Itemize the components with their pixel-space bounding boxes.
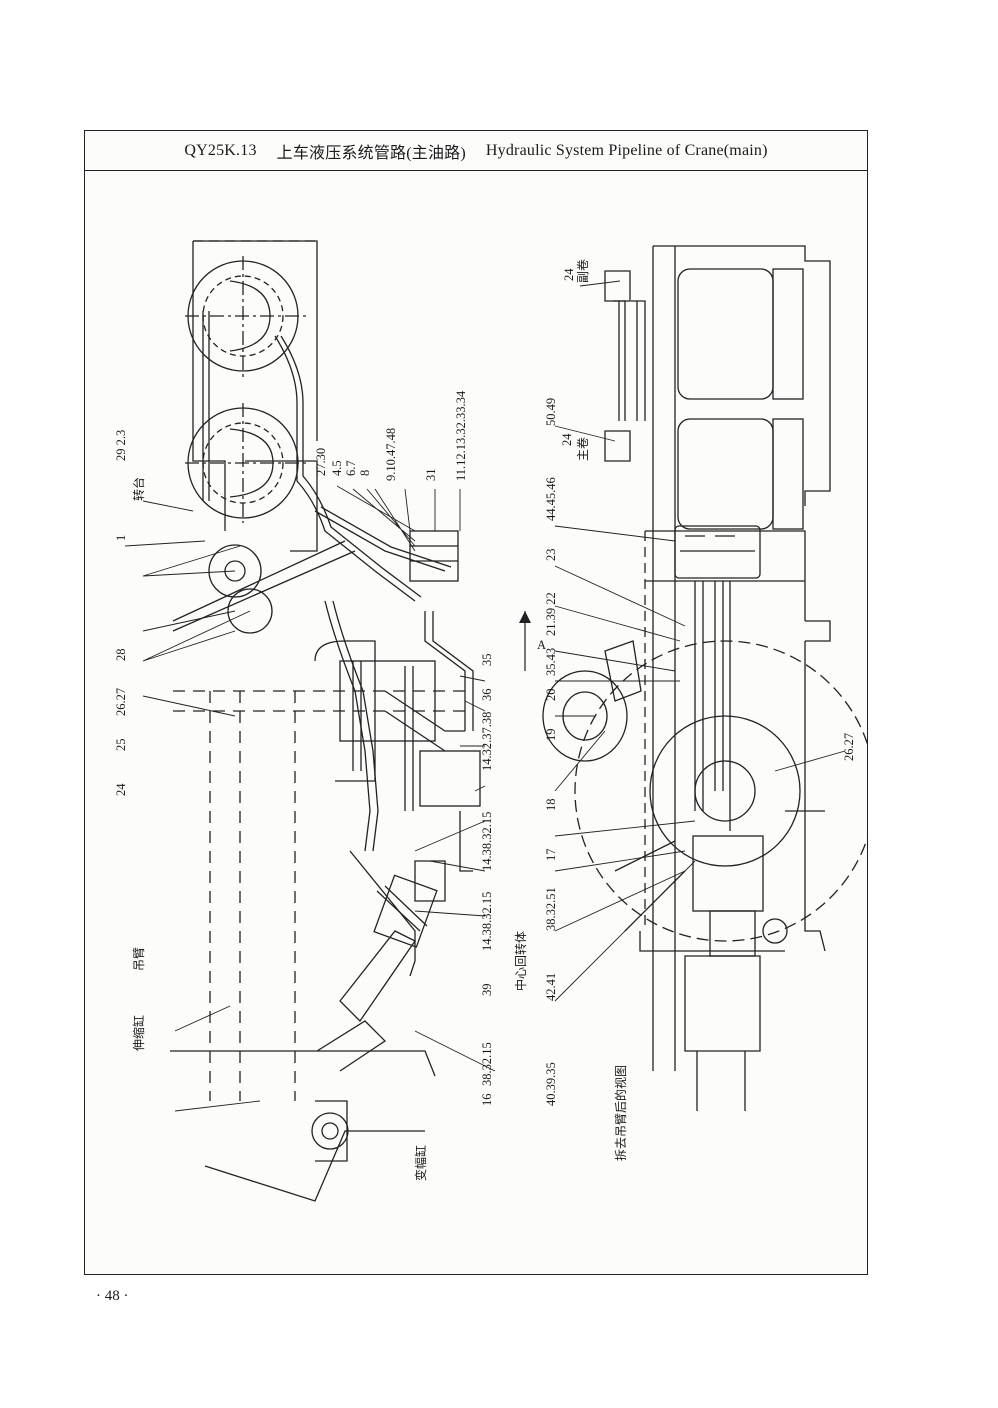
boom-left (170, 690, 465, 1202)
svg-text:24: 24 (562, 268, 576, 281)
svg-text:19: 19 (544, 729, 558, 742)
leaders-left (124, 485, 496, 1112)
valve-block-left (409, 530, 459, 582)
drawing-frame: QY25K.13 上车液压系统管路(主油路) Hydraulic System … (84, 130, 868, 1275)
label-telescoping-cylinder: 伸缩缸 (131, 1015, 146, 1051)
model-code: QY25K.13 (184, 141, 257, 159)
svg-text:8: 8 (358, 470, 372, 476)
svg-text:24: 24 (114, 783, 128, 796)
title-bar: QY25K.13 上车液压系统管路(主油路) Hydraulic System … (85, 131, 867, 171)
svg-text:23: 23 (544, 549, 558, 562)
svg-text:31: 31 (424, 469, 438, 482)
svg-text:副卷: 副卷 (575, 259, 590, 283)
left-view (170, 240, 481, 1202)
svg-text:21.39 22: 21.39 22 (544, 592, 558, 636)
svg-text:27.30: 27.30 (314, 448, 328, 476)
boom-root-right (684, 835, 788, 1111)
label-luffing-cylinder: 变幅缸 (413, 1145, 428, 1181)
svg-text:38.32.15: 38.32.15 (480, 1042, 494, 1086)
label-boom: 吊臂 (132, 947, 146, 971)
svg-text:50.49: 50.49 (544, 398, 558, 426)
labels-left: 转台 29 2.3 1 28 26.27 25 24 27.30 4.5 6.7… (114, 390, 528, 1181)
winch-drum-lower (185, 403, 310, 523)
svg-text:38.32.51: 38.32.51 (544, 887, 558, 931)
svg-text:9.10.47.48: 9.10.47.48 (384, 428, 398, 481)
label-center-swivel: 中心回转体 (513, 931, 528, 991)
turntable-outline (192, 240, 318, 552)
svg-text:4.5: 4.5 (330, 460, 344, 476)
svg-text:14.38.32.15: 14.38.32.15 (480, 892, 494, 951)
svg-text:26.27: 26.27 (114, 688, 128, 716)
svg-text:28: 28 (114, 649, 128, 662)
svg-text:14.32.37.38: 14.32.37.38 (480, 712, 494, 771)
view-arrow-a: A (519, 611, 546, 671)
svg-text:35.43: 35.43 (544, 648, 558, 676)
page-number: · 48 · (96, 1288, 129, 1304)
main-winch (677, 418, 774, 530)
svg-text:26.27: 26.27 (842, 733, 856, 761)
svg-text:40.39.35: 40.39.35 (544, 1062, 558, 1106)
label-zhuantai: 转台 (131, 477, 146, 501)
labels-right: 24 副卷 50.49 24 主卷 44.45.46 23 21.39 22 3… (544, 259, 856, 1161)
svg-text:20: 20 (544, 689, 558, 702)
distribution-valve (674, 525, 761, 579)
svg-text:25: 25 (114, 739, 128, 752)
svg-text:主卷: 主卷 (575, 437, 590, 461)
svg-text:35: 35 (480, 654, 494, 667)
boom-pivot (172, 540, 356, 634)
right-view (542, 245, 867, 1111)
svg-text:11.12.13.32.33.34: 11.12.13.32.33.34 (454, 390, 468, 481)
winch-drum-upper (185, 256, 310, 381)
svg-text:36: 36 (480, 689, 494, 702)
svg-text:44.45.46: 44.45.46 (544, 477, 558, 521)
aux-winch (677, 268, 774, 400)
svg-text:17: 17 (544, 849, 558, 862)
svg-text:24: 24 (560, 433, 574, 446)
luffing-cylinder (311, 850, 446, 1162)
svg-text:14.38.32.15: 14.38.32.15 (480, 812, 494, 871)
hydraulic-drawing: A 转台 29 2.3 1 28 26.27 25 24 27.30 4.5 6… (114, 240, 867, 1202)
svg-text:29 2.3: 29 2.3 (114, 430, 128, 461)
title-cn: 上车液压系统管路(主油路) (276, 144, 466, 162)
leaders-right (554, 280, 846, 1002)
title-en: Hydraulic System Pipeline of Crane(main) (485, 141, 768, 159)
caption-boom-removed: 拆去吊臂后的视图 (613, 1065, 628, 1161)
svg-text:16: 16 (480, 1094, 494, 1107)
svg-text:1: 1 (114, 535, 128, 541)
svg-text:A: A (537, 638, 546, 652)
slewing-ring (574, 640, 867, 942)
svg-text:39: 39 (480, 984, 494, 997)
svg-text:42.41: 42.41 (544, 973, 558, 1001)
svg-text:18: 18 (544, 799, 558, 812)
svg-text:6.7: 6.7 (344, 460, 358, 476)
